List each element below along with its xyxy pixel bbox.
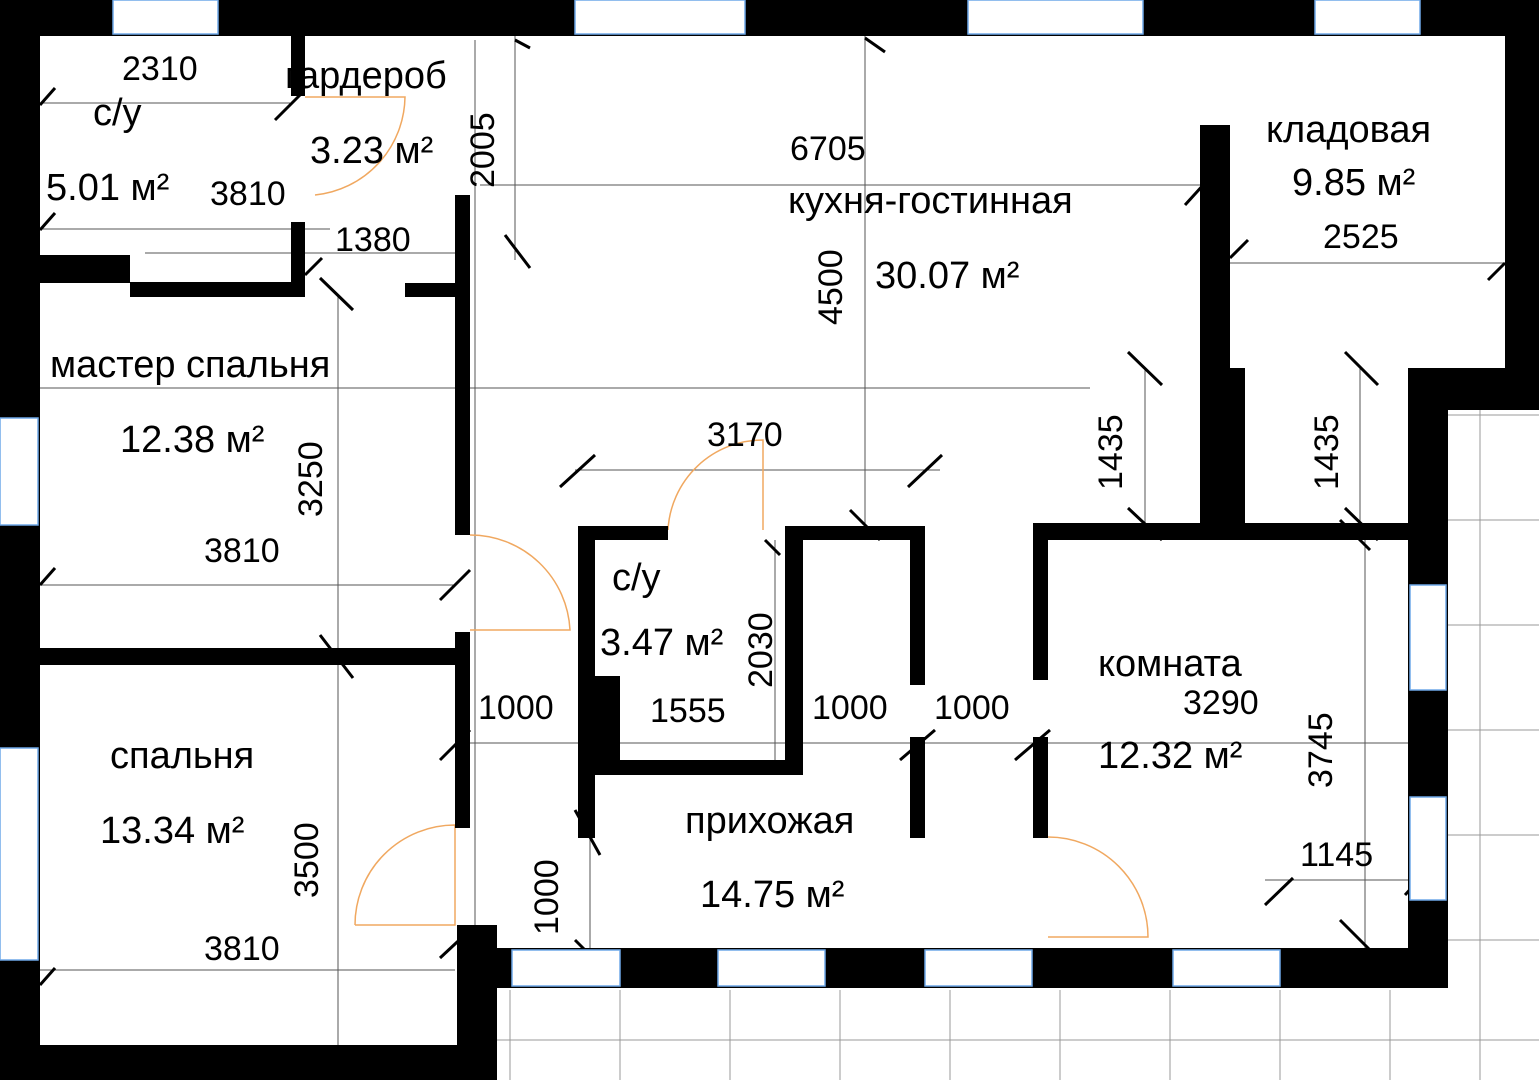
dim-1000-entry: 1000: [528, 859, 566, 935]
room-area-storage: 9.85 м²: [1292, 162, 1415, 204]
dim-2525: 2525: [1323, 218, 1399, 256]
dim-3170: 3170: [707, 416, 783, 454]
dim-1435-storage: 1435: [1308, 414, 1346, 490]
dim-1000-corridor-1: 1000: [812, 689, 888, 727]
dim-3810-master: 3810: [204, 532, 280, 570]
dim-3745: 3745: [1302, 712, 1340, 788]
room-name-bedroom: спальня: [110, 735, 254, 777]
outside-grid: [497, 410, 1539, 1080]
room-area-hall: 14.75 м²: [700, 874, 844, 916]
room-name-master: мастер спальня: [50, 344, 330, 386]
dim-1380: 1380: [335, 221, 411, 259]
door-swings: [305, 96, 1149, 938]
room-name-bath2: с/у: [612, 557, 661, 599]
dim-1435-kitchen: 1435: [1092, 414, 1130, 490]
dim-2030: 2030: [742, 612, 780, 688]
room-area-kitchen: 30.07 м²: [875, 255, 1019, 297]
room-name-storage: кладовая: [1266, 109, 1431, 151]
dim-2005: 2005: [464, 112, 502, 188]
dim-2310: 2310: [122, 50, 198, 88]
dim-6705: 6705: [790, 130, 866, 168]
room-name-room: комната: [1098, 643, 1243, 685]
dim-1000-corridor-2: 1000: [934, 689, 1010, 727]
windows: [0, 0, 1447, 987]
dim-3250: 3250: [292, 441, 330, 517]
dim-3810-bedroom: 3810: [204, 930, 280, 968]
room-area-room: 12.32 м²: [1098, 735, 1242, 777]
room-name-wardrobe: гардероб: [285, 55, 447, 97]
dim-4500: 4500: [812, 249, 850, 325]
room-area-bath2: 3.47 м²: [600, 622, 723, 664]
room-area-bedroom: 13.34 м²: [100, 810, 244, 852]
room-area-wardrobe: 3.23 м²: [310, 130, 433, 172]
room-area-master: 12.38 м²: [120, 419, 264, 461]
room-name-kitchen: кухня-гостинная: [788, 180, 1073, 222]
dim-1145: 1145: [1300, 836, 1373, 874]
room-area-bath1: 5.01 м²: [46, 167, 169, 209]
dim-3290: 3290: [1183, 684, 1259, 722]
dim-1555: 1555: [650, 692, 726, 730]
room-name-hall: прихожая: [685, 800, 854, 842]
dim-3810-bath: 3810: [210, 175, 286, 213]
dim-1000-hall-left: 1000: [478, 689, 554, 727]
dim-3500: 3500: [288, 822, 326, 898]
room-name-bath1: с/у: [93, 92, 142, 134]
